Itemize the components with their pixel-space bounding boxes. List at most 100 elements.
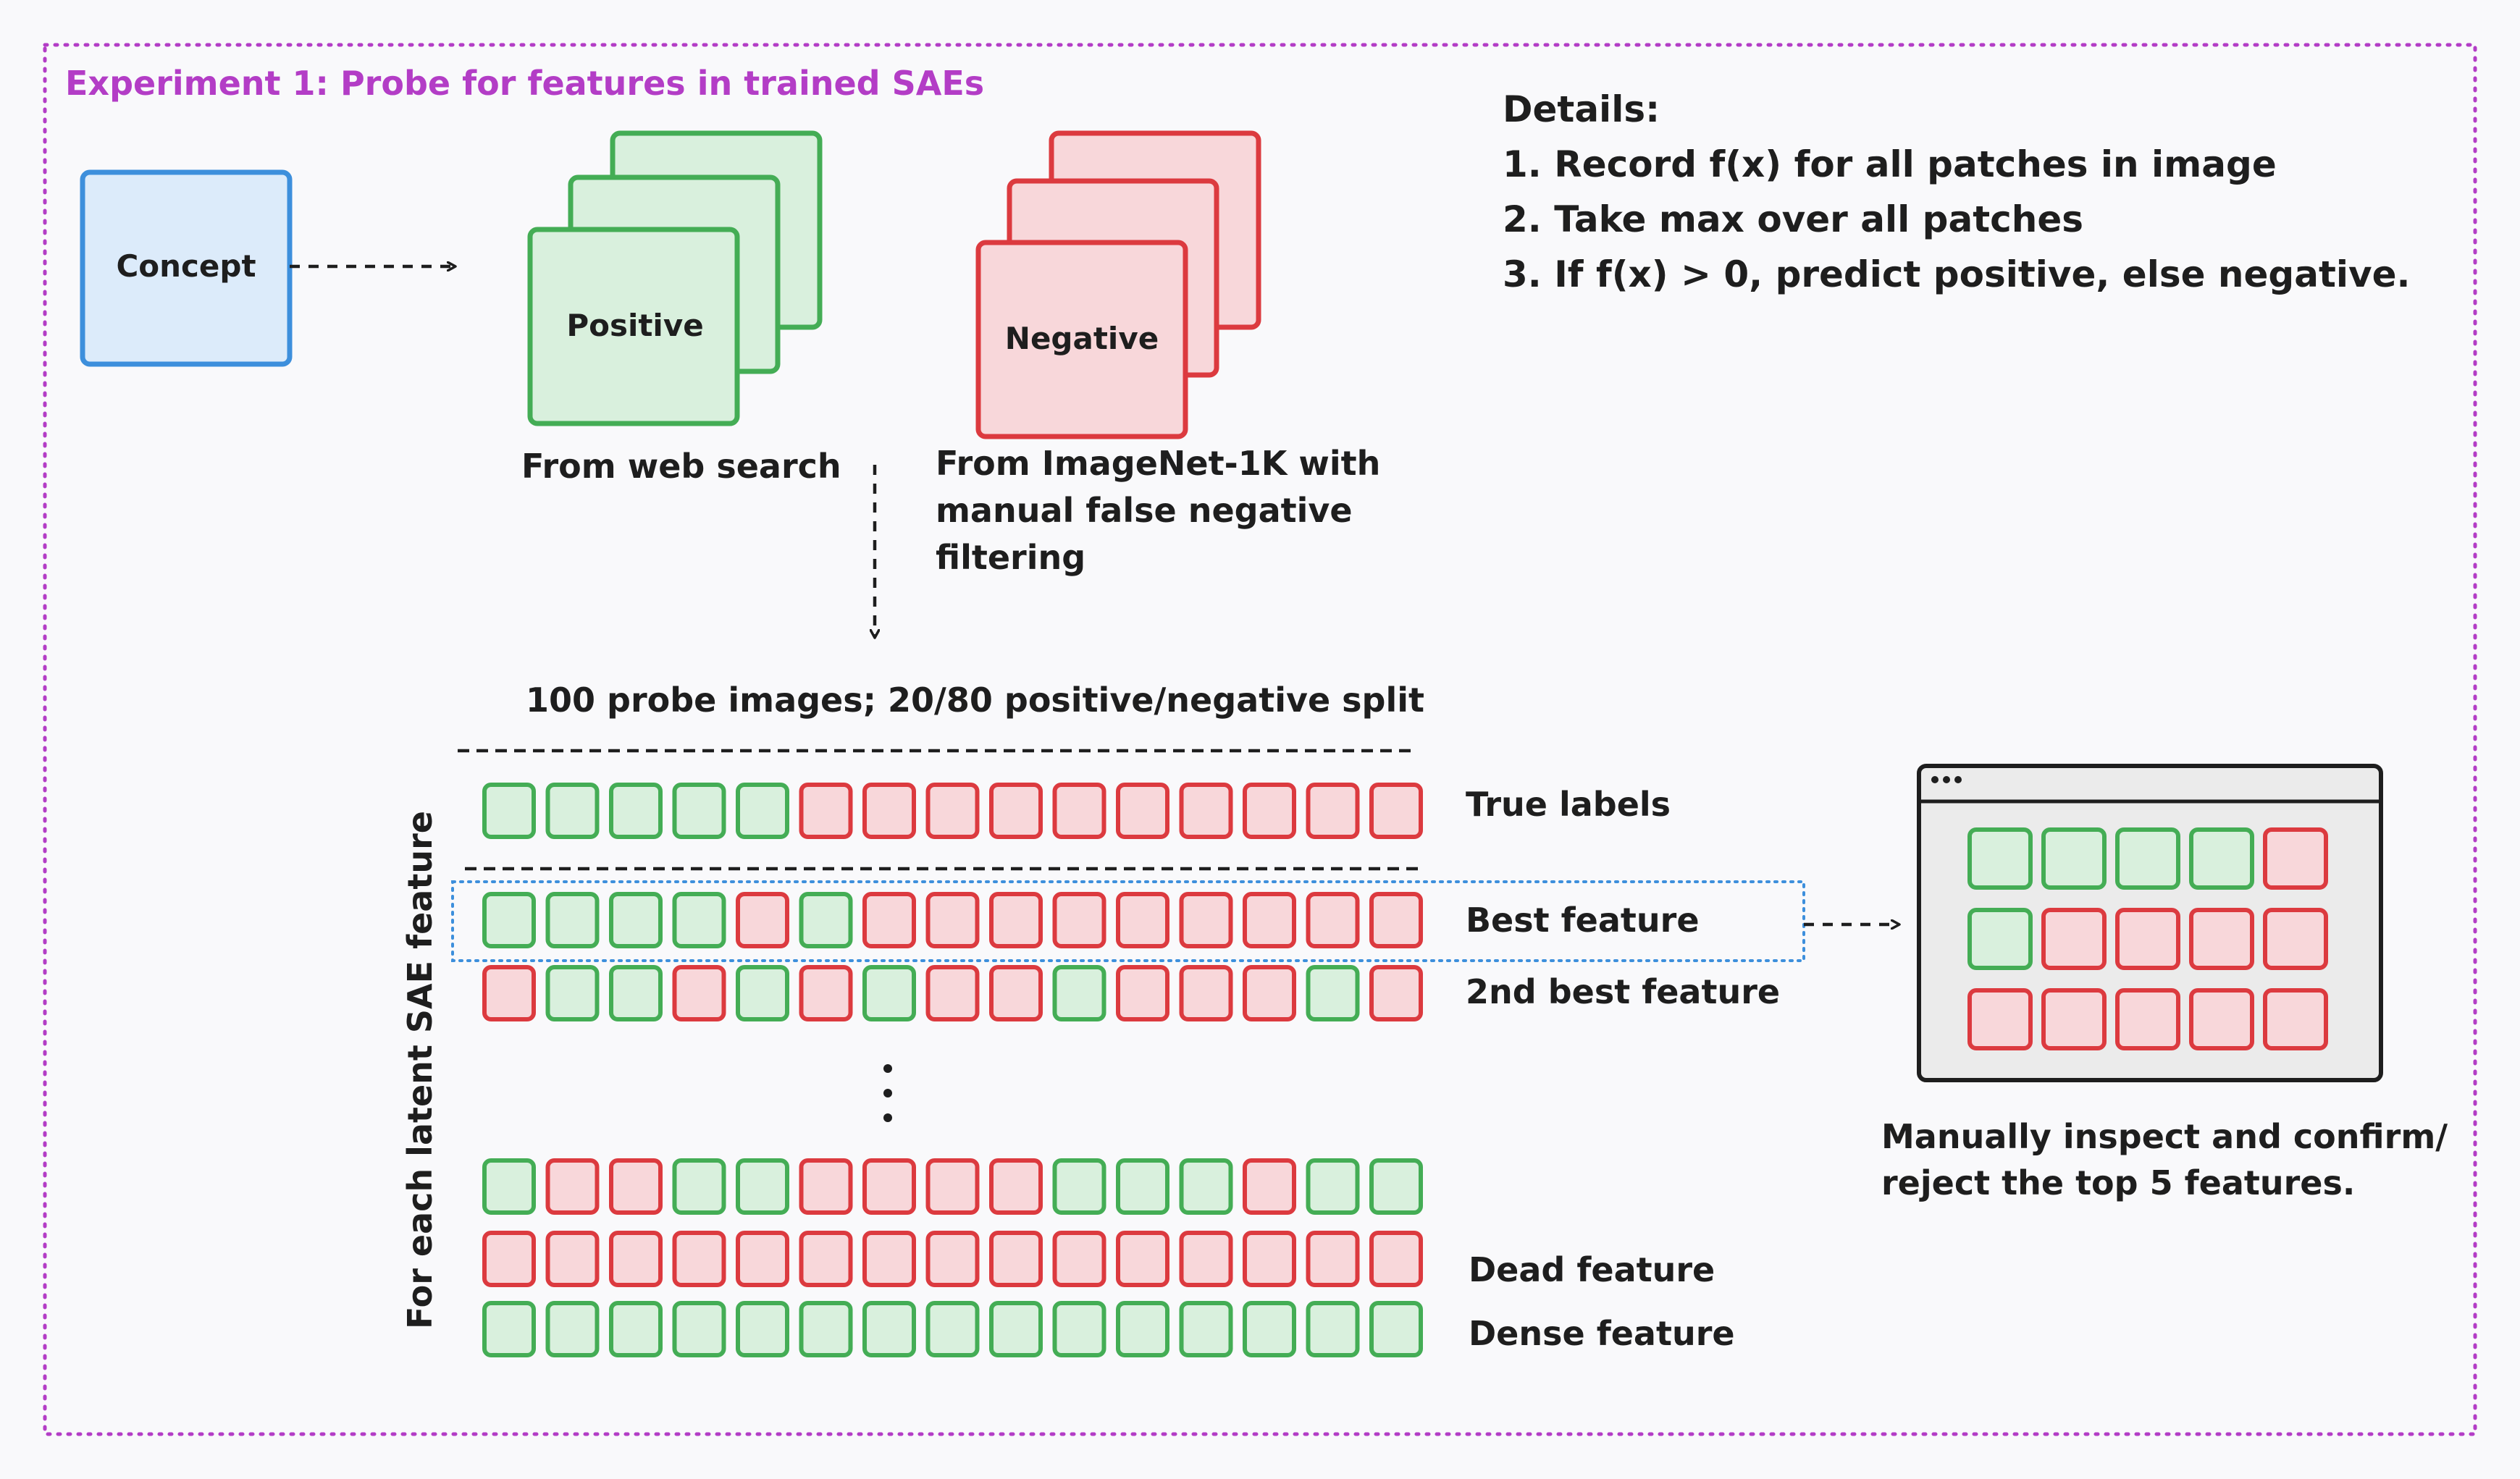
negative-image-stack: Negative xyxy=(975,130,1261,439)
negative-cell xyxy=(672,965,726,1021)
positive-cell xyxy=(1243,1301,1296,1357)
negative-cell xyxy=(1116,1231,1169,1287)
negative-cell xyxy=(545,1231,600,1287)
row-label-best-feature: Best feature xyxy=(1466,901,1700,940)
positive-cell xyxy=(1179,1301,1233,1357)
positive-cell xyxy=(672,783,726,839)
details-panel: Details: 1. Record f(x) for all patches … xyxy=(1503,88,2411,295)
positive-cell xyxy=(545,1301,600,1357)
negative-cell xyxy=(1306,783,1360,839)
negative-cell xyxy=(2041,988,2107,1050)
window-dot-icon xyxy=(1931,776,1939,783)
positive-image-stack: Positive xyxy=(527,130,823,426)
negative-cell xyxy=(862,1231,916,1287)
negative-cell xyxy=(1243,965,1296,1021)
positive-cell xyxy=(672,892,726,948)
positive-cell xyxy=(799,1301,853,1357)
positive-cell xyxy=(1052,1301,1106,1357)
negative-label: Negative xyxy=(1005,321,1159,356)
positive-cell xyxy=(672,1158,726,1215)
negative-cell xyxy=(925,783,980,839)
positive-cell xyxy=(482,783,536,839)
negative-cell xyxy=(2263,908,2328,970)
positive-cell xyxy=(545,892,600,948)
negative-cell xyxy=(2115,908,2180,970)
positive-cell xyxy=(1116,1158,1169,1215)
negative-cell xyxy=(545,1158,600,1215)
concept-node: Concept xyxy=(80,169,293,367)
positive-cell xyxy=(1369,1158,1423,1215)
positive-cell xyxy=(736,783,789,839)
positive-cell xyxy=(1179,1158,1233,1215)
negative-cell xyxy=(2115,988,2180,1050)
positive-cell xyxy=(1306,1158,1360,1215)
negative-cell xyxy=(862,892,916,948)
negative-cell xyxy=(799,1231,853,1287)
positive-cell xyxy=(2115,827,2180,890)
negative-cell xyxy=(989,783,1043,839)
experiment-frame xyxy=(43,43,2477,1436)
details-step: 1. Record f(x) for all patches in image xyxy=(1503,143,2277,185)
positive-cell xyxy=(1116,1301,1169,1357)
inspect-caption-line: Manually inspect and confirm/ xyxy=(1881,1117,2448,1156)
positive-cell xyxy=(672,1301,726,1357)
positive-cell xyxy=(1967,908,2033,970)
positive-cell xyxy=(862,965,916,1021)
negative-cell xyxy=(2189,988,2254,1050)
negative-cell xyxy=(1369,783,1423,839)
positive-cell xyxy=(1967,827,2033,890)
negative-cell xyxy=(1243,1231,1296,1287)
negative-cell xyxy=(1179,783,1233,839)
negative-cell xyxy=(1243,783,1296,839)
negative-cell xyxy=(989,1158,1043,1215)
negative-cell xyxy=(1369,892,1423,948)
positive-cell xyxy=(1052,1158,1106,1215)
negative-cell xyxy=(609,1231,663,1287)
negative-cell xyxy=(736,892,789,948)
concept-label: Concept xyxy=(116,248,256,284)
experiment-title: Experiment 1: Probe for features in trai… xyxy=(65,64,984,103)
details-step: 3. If f(x) > 0, predict positive, else n… xyxy=(1503,253,2411,295)
negative-cell xyxy=(1052,783,1106,839)
positive-label: Positive xyxy=(566,308,703,343)
negative-cell xyxy=(799,965,853,1021)
ellipsis-dots xyxy=(883,1064,892,1122)
negative-cell xyxy=(609,1158,663,1215)
details-step: 2. Take max over all patches xyxy=(1503,198,2083,240)
positive-cell xyxy=(1052,965,1106,1021)
negative-cell xyxy=(1967,988,2033,1050)
negative-cell xyxy=(1243,1158,1296,1215)
details-heading: Details: xyxy=(1503,88,1660,130)
y-axis-label: For each latent SAE feature xyxy=(400,811,440,1329)
inspect-caption-line: reject the top 5 features. xyxy=(1881,1163,2355,1202)
positive-cell xyxy=(482,892,536,948)
negative-cell xyxy=(989,1231,1043,1287)
positive-cell xyxy=(736,1158,789,1215)
row-label-true-labels: True labels xyxy=(1466,785,1671,824)
negative-cell xyxy=(2263,988,2328,1050)
negative-source-line: filtering xyxy=(936,538,1085,577)
positive-cell xyxy=(482,1158,536,1215)
positive-cell xyxy=(736,1301,789,1357)
positive-cell xyxy=(545,783,600,839)
negative-cell xyxy=(482,1231,536,1287)
positive-cell xyxy=(545,965,600,1021)
negative-cell xyxy=(1116,965,1169,1021)
feature-rows xyxy=(482,783,1423,1357)
best-feature-highlight xyxy=(451,880,1805,962)
negative-cell xyxy=(1052,1231,1106,1287)
positive-cell xyxy=(862,1301,916,1357)
positive-cell xyxy=(799,892,853,948)
positive-cell xyxy=(2189,827,2254,890)
row-label-second-best-feature: 2nd best feature xyxy=(1466,972,1780,1011)
negative-cell xyxy=(1179,1231,1233,1287)
negative-cell xyxy=(862,783,916,839)
positive-cell xyxy=(609,1301,663,1357)
negative-cell xyxy=(482,965,536,1021)
positive-cell xyxy=(1369,1301,1423,1357)
negative-cell xyxy=(1116,783,1169,839)
negative-cell xyxy=(2189,908,2254,970)
negative-cell xyxy=(1369,1231,1423,1287)
negative-cell xyxy=(799,1158,853,1215)
top-features-grid xyxy=(1967,827,2328,1050)
